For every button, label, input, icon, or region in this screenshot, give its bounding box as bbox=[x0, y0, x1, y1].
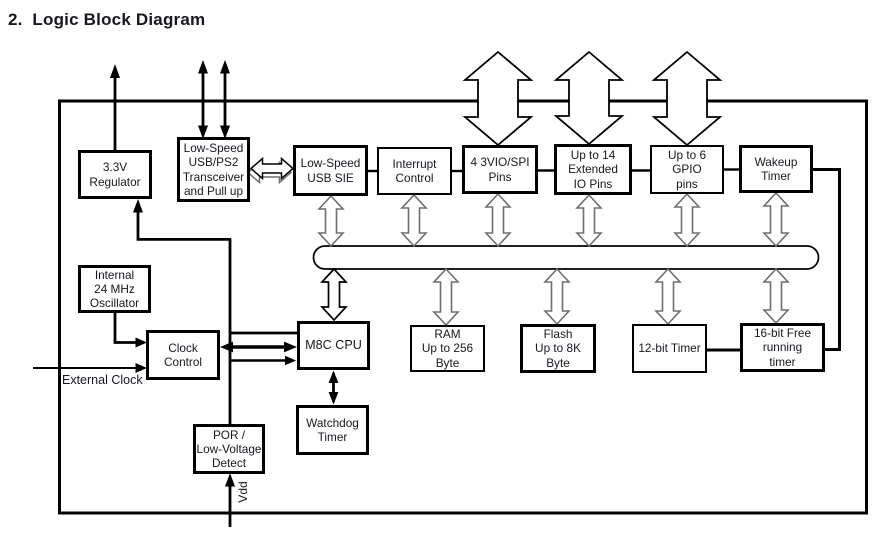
chip-boundary bbox=[58, 99, 868, 515]
page-title: 2. Logic Block Diagram bbox=[8, 10, 206, 29]
system-bus bbox=[312, 245, 820, 270]
gpio-bus-arrow bbox=[673, 192, 701, 248]
block-m8c-cpu: M8C CPU bbox=[297, 321, 370, 370]
cpu-bus-arrow bbox=[320, 267, 348, 322]
ram-bus-arrow bbox=[432, 267, 460, 327]
wakeup-to-timer16-riser bbox=[813, 168, 841, 351]
block-interrupt-control: Interrupt Control bbox=[377, 147, 452, 195]
block-extended-io-pins: Up to 14 Extended IO Pins bbox=[554, 144, 632, 195]
bus-arrows-bottom bbox=[320, 267, 790, 327]
block-wakeup-timer: Wakeup Timer bbox=[739, 145, 813, 193]
block-16bit-free-running-timer: 16-bit Free running timer bbox=[740, 323, 825, 372]
oscillator-to-clock-line bbox=[113, 313, 138, 344]
pin-port-arrows bbox=[462, 50, 723, 147]
timer12-bus-arrow bbox=[654, 267, 682, 326]
block-vio-spi-pins: 4 3VIO/SPI Pins bbox=[462, 145, 538, 194]
vdd-label: Vdd bbox=[236, 481, 250, 503]
external-clock-label: External Clock bbox=[62, 373, 143, 387]
solid-arrowheads bbox=[110, 60, 339, 487]
block-ram: RAM Up to 256 Byte bbox=[410, 325, 485, 372]
block-clock-control: Clock Control bbox=[146, 330, 220, 380]
block-flash: Flash Up to 8K Byte bbox=[520, 324, 596, 373]
block-internal-oscillator: Internal 24 MHz Oscillator bbox=[78, 265, 151, 313]
wakeup-bus-arrow bbox=[762, 191, 790, 248]
gpio-pins-arrow bbox=[651, 50, 723, 147]
interrupt-bus-arrow bbox=[400, 193, 428, 248]
vio-spi-pins-arrow bbox=[462, 50, 534, 147]
block-watchdog-timer: Watchdog Timer bbox=[296, 405, 369, 455]
timer16-bus-arrow bbox=[762, 267, 790, 325]
block-usb-ps2-transceiver: Low-Speed USB/PS2 Transceiver and Pull u… bbox=[177, 137, 250, 202]
block-3v3-regulator: 3.3V Regulator bbox=[78, 150, 152, 199]
regulator-feed-line bbox=[136, 207, 231, 241]
block-por-lvd: POR / Low-Voltage Detect bbox=[193, 424, 265, 474]
block-gpio-pins: Up to 6 GPIO pins bbox=[650, 145, 724, 194]
extended-io-pins-arrow bbox=[553, 50, 625, 146]
block-low-speed-usb-sie: Low-Speed USB SIE bbox=[293, 145, 368, 196]
flash-bus-arrow bbox=[543, 267, 571, 326]
connector-lines bbox=[33, 66, 841, 527]
extended-io-bus-arrow bbox=[575, 193, 603, 248]
vio-spi-bus-arrow bbox=[484, 192, 512, 248]
bus-arrows-top bbox=[317, 191, 790, 248]
usb-sie-bus-arrow bbox=[317, 194, 345, 248]
block-12bit-timer: 12-bit Timer bbox=[632, 324, 707, 373]
